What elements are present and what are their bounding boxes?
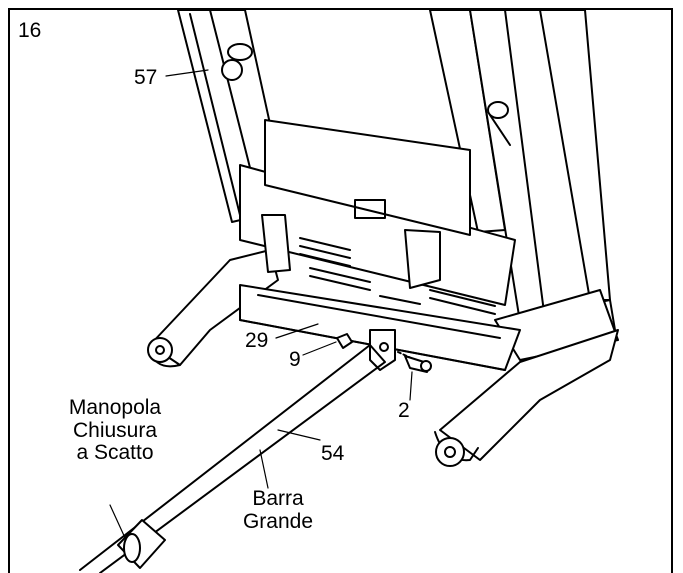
part-label-9: 9 [289, 348, 301, 371]
motor-hood [239, 119, 516, 315]
bracket [369, 329, 396, 371]
knob-callout-line-3: a Scatto [76, 441, 154, 465]
leader-lines [109, 69, 413, 541]
bar-callout-line-2: Grande [242, 509, 314, 533]
right-base [434, 289, 619, 467]
knob-57 [221, 43, 253, 81]
knob-right [487, 101, 511, 146]
part-label-57: 57 [134, 66, 158, 89]
left-base [147, 249, 279, 368]
step-number: 16 [18, 19, 42, 42]
large-bar [79, 344, 386, 573]
part-label-2: 2 [398, 399, 410, 422]
bar-callout: Barra Grande [228, 487, 328, 533]
part-label-29: 29 [245, 329, 269, 352]
bar-callout-line-1: Barra [252, 487, 304, 510]
diagram-frame [8, 8, 673, 573]
part-label-54: 54 [321, 442, 345, 465]
knob-callout: Manopola Chiusura a Scatto [40, 396, 190, 465]
knob-callout-line-1: Manopola [68, 396, 162, 419]
nut [336, 333, 353, 349]
knob-callout-line-2: Chiusura [72, 418, 158, 442]
bolt [397, 351, 432, 373]
